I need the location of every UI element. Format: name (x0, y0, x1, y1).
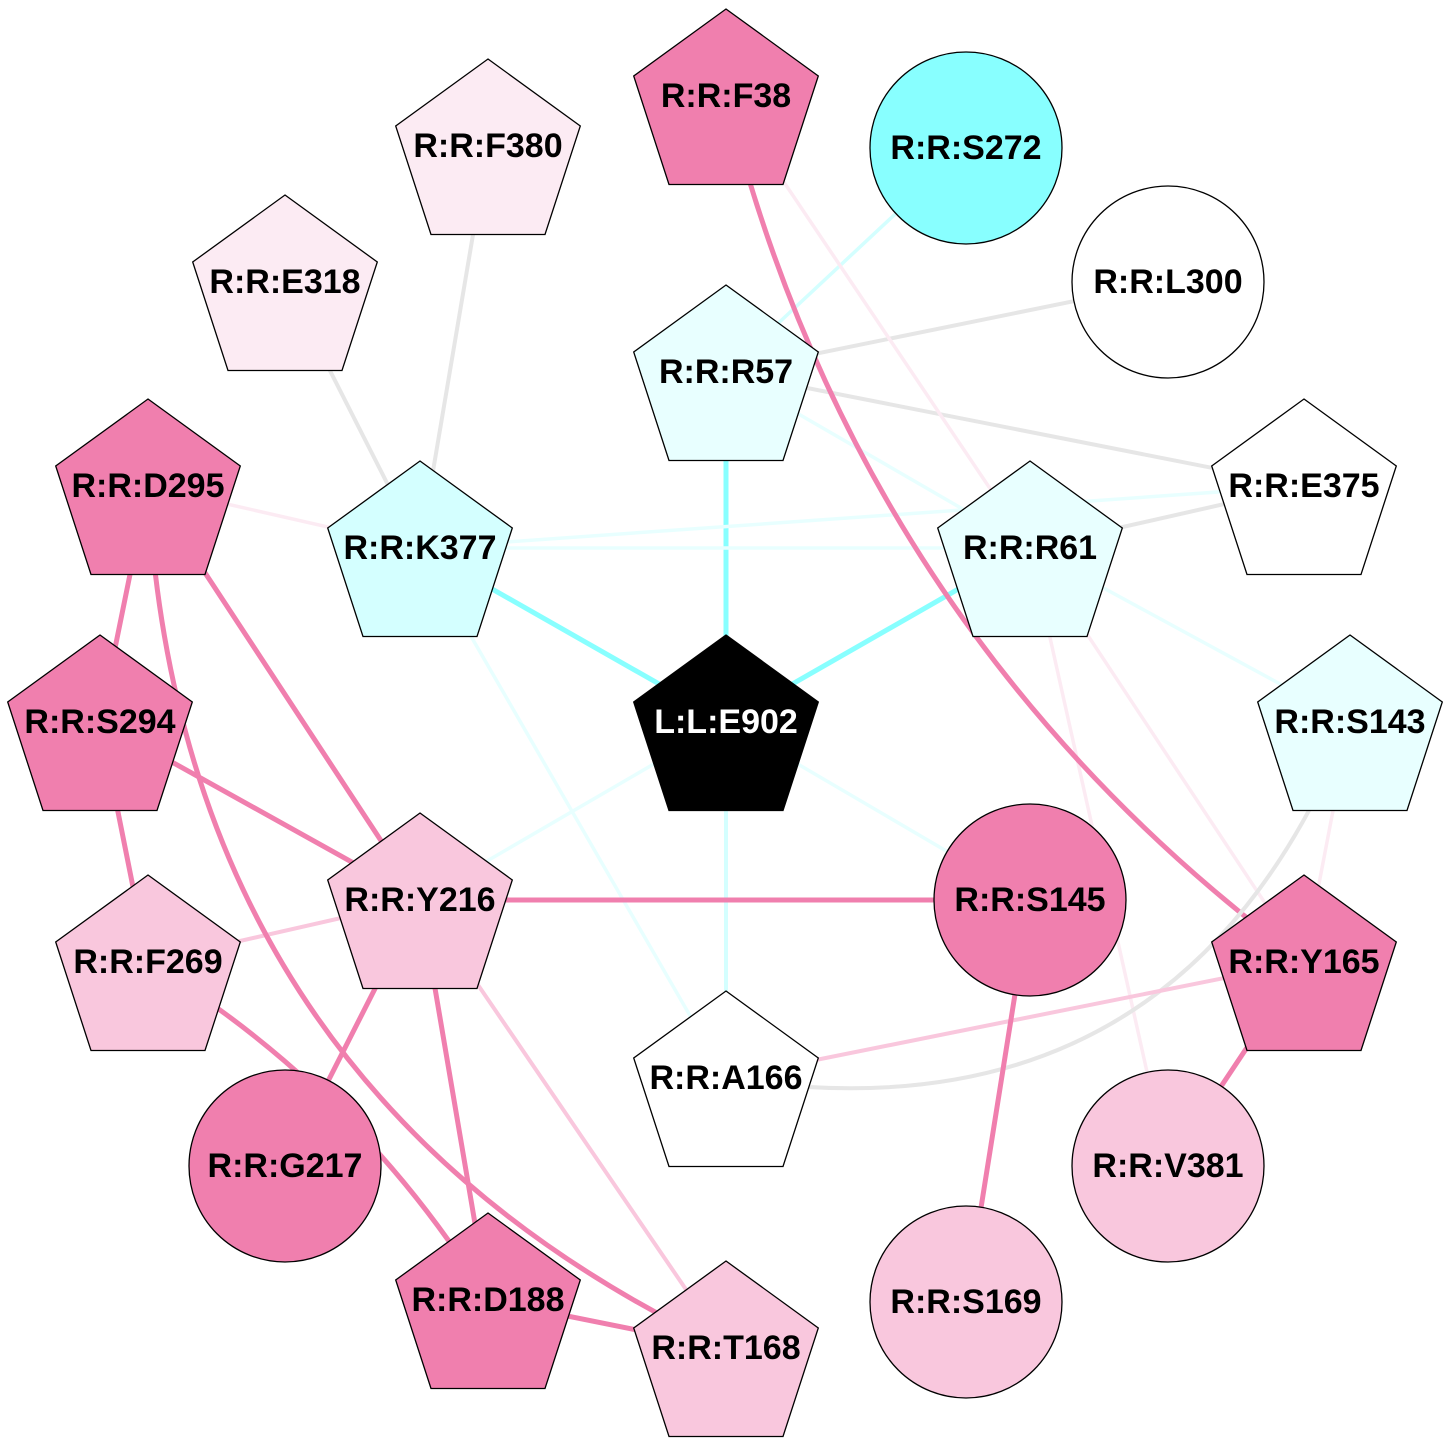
node-pentagon-shape (326, 812, 514, 990)
node-pentagon-shape (54, 874, 242, 1052)
node-r-r-r61[interactable]: R:R:R61 (936, 460, 1124, 638)
node-pentagon-shape (6, 634, 194, 812)
node-r-r-r57[interactable]: R:R:R57 (632, 284, 820, 462)
node-r-r-l300[interactable]: R:R:L300 (1071, 185, 1265, 379)
node-r-r-y216[interactable]: R:R:Y216 (326, 812, 514, 990)
node-pentagon-shape (54, 398, 242, 576)
node-r-r-f380[interactable]: R:R:F380 (394, 58, 582, 236)
node-pentagon-shape (1256, 634, 1444, 812)
node-label: R:R:S145 (954, 881, 1105, 919)
node-label: R:R:F380 (413, 127, 562, 165)
node-pentagon-shape (632, 1260, 820, 1438)
node-label: R:R:Y165 (1228, 943, 1379, 981)
node-label: R:R:F269 (73, 943, 222, 981)
node-r-r-f269[interactable]: R:R:F269 (54, 874, 242, 1052)
node-label: R:R:R57 (659, 353, 793, 391)
node-l-l-e902[interactable]: L:L:E902 (632, 634, 820, 812)
node-pentagon-shape (632, 990, 820, 1168)
node-circle-shape (1071, 1069, 1265, 1263)
node-label: R:R:G217 (208, 1147, 363, 1185)
node-r-r-d295[interactable]: R:R:D295 (54, 398, 242, 576)
node-pentagon-shape (394, 1212, 582, 1390)
node-label: R:R:E375 (1228, 467, 1379, 505)
edge-f38-y165 (723, 93, 1307, 965)
node-label: R:R:S294 (24, 703, 175, 741)
node-label: R:R:S272 (890, 129, 1041, 167)
node-r-r-s143[interactable]: R:R:S143 (1256, 634, 1444, 812)
node-label: R:R:D188 (411, 1281, 564, 1319)
node-label: R:R:T168 (651, 1329, 800, 1367)
node-r-r-d188[interactable]: R:R:D188 (394, 1212, 582, 1390)
node-r-r-s169[interactable]: R:R:S169 (869, 1205, 1063, 1399)
node-label: R:R:R61 (963, 529, 1097, 567)
node-circle-shape (933, 803, 1127, 997)
node-label: R:R:K377 (343, 529, 496, 567)
node-pentagon-shape (1210, 874, 1398, 1052)
node-r-r-s145[interactable]: R:R:S145 (933, 803, 1127, 997)
node-r-r-k377[interactable]: R:R:K377 (326, 460, 514, 638)
edge-a166-y165 (724, 960, 1306, 1080)
node-pentagon-shape (632, 8, 820, 186)
node-label: R:R:F38 (661, 77, 791, 115)
node-pentagon-shape (191, 194, 379, 372)
node-r-r-v381[interactable]: R:R:V381 (1071, 1069, 1265, 1263)
node-pentagon-shape (632, 284, 820, 462)
node-r-r-f38[interactable]: R:R:F38 (632, 8, 820, 186)
node-label: R:R:Y216 (344, 881, 495, 919)
node-label: R:R:S143 (1274, 703, 1425, 741)
node-r-r-e318[interactable]: R:R:E318 (191, 194, 379, 372)
node-r-r-a166[interactable]: R:R:A166 (632, 990, 820, 1168)
node-pentagon-shape (936, 460, 1124, 638)
node-pentagon-shape (394, 58, 582, 236)
node-label: R:R:A166 (649, 1059, 802, 1097)
node-pentagon-shape (632, 634, 820, 812)
node-circle-shape (869, 1205, 1063, 1399)
node-r-r-e375[interactable]: R:R:E375 (1210, 398, 1398, 576)
node-r-r-g217[interactable]: R:R:G217 (188, 1069, 382, 1263)
node-r-r-s294[interactable]: R:R:S294 (6, 634, 194, 812)
edge-d295-t168 (145, 483, 729, 1351)
node-circle-shape (1071, 185, 1265, 379)
node-label: R:R:S169 (890, 1283, 1041, 1321)
node-r-r-s272[interactable]: R:R:S272 (869, 51, 1063, 245)
node-r-r-y165[interactable]: R:R:Y165 (1210, 874, 1398, 1052)
edge-k377-e375 (418, 484, 1306, 550)
node-label: R:R:V381 (1092, 1147, 1243, 1185)
node-r-r-t168[interactable]: R:R:T168 (632, 1260, 820, 1438)
node-label: R:R:D295 (71, 467, 224, 505)
node-label: L:L:E902 (654, 703, 798, 741)
edge-s143-a166 (724, 720, 1352, 1091)
node-circle-shape (188, 1069, 382, 1263)
node-label: R:R:L300 (1093, 263, 1242, 301)
node-label: R:R:E318 (209, 263, 360, 301)
edge-r57-e375 (724, 370, 1306, 488)
node-pentagon-shape (326, 460, 514, 638)
node-circle-shape (869, 51, 1063, 245)
node-pentagon-shape (1210, 398, 1398, 576)
